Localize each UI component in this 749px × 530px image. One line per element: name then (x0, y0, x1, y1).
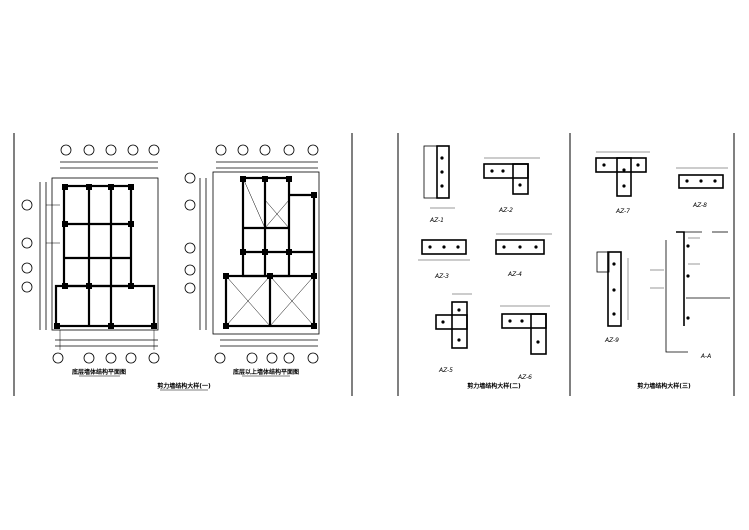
detail-az-2 (483, 157, 540, 195)
panel2-details (418, 145, 552, 355)
axis-bubbles-bottom (52, 339, 160, 364)
detail-az-1 (423, 145, 455, 209)
axis-bubbles-top (60, 144, 160, 169)
panel1-sheet-title: 剪力墙结构大样(一) (157, 382, 211, 390)
detail-az-7 (595, 151, 650, 197)
panel2-sheet-title: 剪力墙结构大样(二) (467, 382, 521, 390)
panel3-details (595, 151, 730, 353)
panel3-sheet-title: 剪力墙结构大样(三) (637, 382, 691, 390)
detail-az-4 (495, 233, 552, 255)
label-az-1: AZ-1 (429, 217, 444, 224)
axis-bubbles-left (21, 182, 47, 330)
detail-az-6 (500, 305, 550, 355)
plan-left-title: 底层墙体结构平面图 (72, 368, 126, 376)
label-az-4: AZ-4 (507, 271, 522, 278)
detail-az-5 (435, 293, 472, 349)
label-section-a-a: A-A (700, 353, 711, 360)
detail-az-3 (418, 239, 470, 261)
floor-plan-upper (184, 144, 320, 364)
label-az-3: AZ-3 (434, 273, 449, 280)
axis-bubbles-left-2 (184, 172, 207, 330)
panel3-labels: AZ-7 AZ-8 AZ-9 A-A 剪力墙结构大样(三) (604, 202, 711, 390)
label-az-9: AZ-9 (604, 337, 619, 344)
panel1-captions: 底层墙体结构平面图 底层以上墙体结构平面图 剪力墙结构大样(一) (72, 368, 299, 391)
detail-az-8 (676, 167, 728, 189)
axis-bubbles-bottom-2 (214, 339, 319, 364)
label-az-7: AZ-7 (615, 208, 630, 215)
axis-bubbles-top-2 (215, 144, 319, 169)
detail-az-9 (596, 251, 629, 327)
label-az-8: AZ-8 (692, 202, 707, 209)
floor-plan-ground (21, 144, 160, 364)
panel-dividers (13, 133, 735, 396)
label-az-6: AZ-6 (517, 374, 532, 381)
panel2-labels: AZ-1 AZ-2 AZ-3 AZ-4 AZ-5 AZ-6 剪力墙结构大样(二) (429, 207, 532, 390)
label-az-2: AZ-2 (498, 207, 513, 214)
plan-right-title: 底层以上墙体结构平面图 (233, 368, 299, 376)
section-a-a (650, 231, 730, 353)
label-az-5: AZ-5 (438, 367, 453, 374)
